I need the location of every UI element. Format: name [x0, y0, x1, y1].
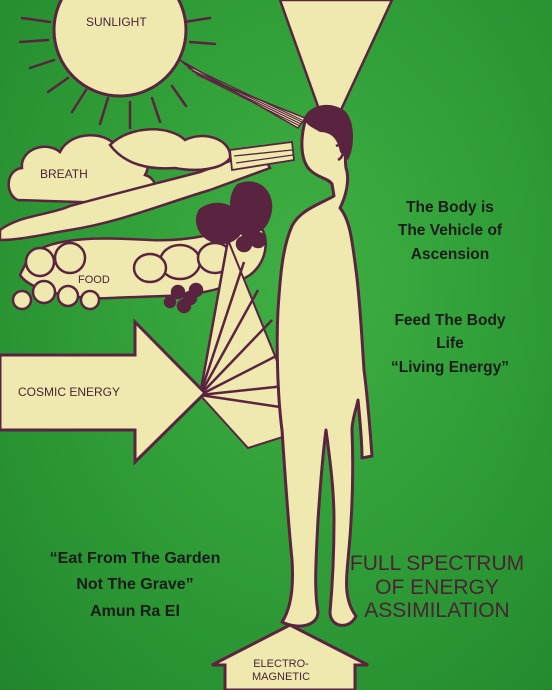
electro-magnetic-arrow — [211, 623, 369, 690]
feed-body-text: Feed The Body Life “Living Energy” — [366, 309, 534, 379]
body-vehicle-line-1: The Body is — [406, 199, 494, 216]
food-label: FOOD — [78, 274, 110, 286]
human-figure — [275, 113, 374, 628]
quote-line-2: Not The Grave” — [76, 576, 194, 594]
spectrum-text: FULL SPECTRUM OF ENERGY ASSIMILATION — [326, 552, 548, 623]
sun — [52, 0, 188, 98]
spectrum-line-1: FULL SPECTRUM — [349, 552, 525, 575]
quote-line-3: Amun Ra El — [90, 602, 180, 620]
breath-label: BREATH — [40, 167, 88, 181]
electro-magnetic-line-1: ELECTRO- — [253, 658, 309, 670]
food-cornucopia — [11, 181, 273, 314]
spectrum-line-3: ASSIMILATION — [364, 599, 510, 623]
breath-cloud — [0, 128, 272, 242]
quote-line-1: “Eat From The Garden — [49, 550, 221, 567]
quote-text: “Eat From The Garden Not The Grave” Amun… — [4, 546, 266, 625]
sun-rays — [18, 16, 217, 130]
spectrum-line-2: OF ENERGY — [375, 575, 499, 599]
cosmic-energy-arrow — [0, 318, 208, 466]
feed-body-line-3: “Living Energy” — [391, 358, 509, 376]
cosmic-energy-label: COSMIC ENERGY — [18, 385, 121, 399]
body-vehicle-line-3: Ascension — [410, 245, 490, 263]
light-cone — [278, 0, 394, 114]
body-vehicle-line-2: The Vehicle of — [397, 222, 503, 240]
body-vehicle-text: The Body is The Vehicle of Ascension — [370, 196, 530, 266]
feed-body-line-2: Life — [436, 335, 464, 353]
electro-magnetic-label: ELECTRO- MAGNETIC — [252, 658, 310, 683]
feed-body-line-1: Feed The Body — [394, 312, 506, 329]
sunlight-label: SUNLIGHT — [86, 15, 147, 29]
electro-magnetic-line-2: MAGNETIC — [252, 670, 311, 683]
